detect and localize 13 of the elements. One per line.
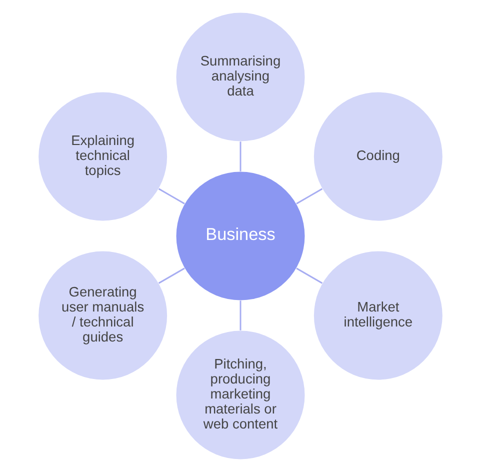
connector xyxy=(240,142,242,172)
node-circle: Coding xyxy=(314,92,442,221)
connector xyxy=(240,300,242,330)
connector xyxy=(296,188,323,204)
connector xyxy=(158,268,185,284)
node-circle: Generating user manuals / technical guides xyxy=(38,251,168,380)
node-circle: Market intelligence xyxy=(314,251,442,380)
node-circle: Business xyxy=(176,172,305,300)
node-circle: Explaining technical topics xyxy=(38,92,168,221)
node-circle: Summarising analysing data xyxy=(176,12,305,142)
connector xyxy=(296,268,323,284)
node-circle: Pitching, producing marketing materials or web content xyxy=(176,330,305,460)
connector xyxy=(158,188,185,204)
